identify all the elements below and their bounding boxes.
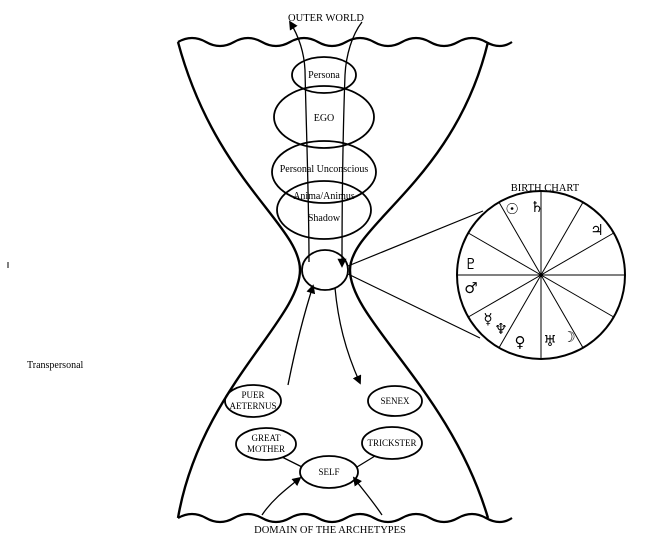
upper-psyche-nodes: Persona EGO Personal Unconscious Anima/A…: [271, 56, 377, 291]
senex-label: SENEX: [381, 396, 411, 406]
sun-glyph-icon: ☉: [505, 200, 518, 218]
personal-unconscious-label: Personal Unconscious: [280, 164, 369, 175]
self-label: SELF: [318, 467, 339, 477]
shadow-ellipse: [276, 180, 372, 240]
puer-label-1: PUER: [241, 390, 264, 400]
neptune-glyph-icon: ♆: [494, 320, 507, 338]
ego-ellipse: [273, 85, 375, 149]
self-center-ellipse: [301, 249, 349, 291]
birth-chart-label: BIRTH CHART: [511, 183, 580, 194]
archetype-down-arrow: [334, 287, 362, 385]
domain-archetypes-label: DOMAIN OF THE ARCHETYPES: [254, 525, 406, 536]
archetype-nodes: PUER AETERNUS GREAT MOTHER SENEX TRICKST…: [224, 384, 423, 489]
great-mother-label-1: GREAT: [252, 433, 282, 443]
hourglass-shape: [176, 36, 513, 524]
senex-ellipse: [367, 385, 423, 417]
trickster-self-link: [356, 455, 376, 468]
self-left-arrow: [261, 476, 302, 516]
jupiter-glyph-icon: ♃: [590, 221, 603, 239]
great-mother-ellipse: [235, 427, 297, 461]
mercury-glyph-icon: ☿: [483, 310, 492, 328]
projection-lines: [347, 210, 484, 339]
mother-self-link: [281, 456, 303, 468]
saturn-glyph-icon: ♄: [530, 198, 543, 216]
transpersonal-label: Transpersonal: [27, 360, 84, 371]
chart-spokes: [457, 191, 625, 359]
downward-arrow: [337, 21, 363, 268]
mars-glyph-icon: ♂: [464, 279, 477, 297]
puer-label-2: AETERNUS: [230, 401, 277, 411]
birth-chart-wheel: ☉ ♄ ♃ ♇ ♂ ☿♆ ♀ ♅ ☽: [456, 190, 626, 360]
chart-glyphs: ☉ ♄ ♃ ♇ ♂ ☿♆ ♀ ♅ ☽: [464, 198, 603, 351]
great-mother-label-2: MOTHER: [247, 444, 285, 454]
uranus-glyph-icon: ♅: [543, 332, 556, 350]
upward-arrow: [289, 20, 310, 263]
venus-glyph-icon: ♀: [515, 333, 526, 351]
outer-world-label: OUTER WORLD: [288, 13, 364, 24]
archetype-up-arrow: [287, 284, 316, 386]
puer-aeternus-ellipse: [224, 384, 282, 418]
chart-spoke: [468, 232, 614, 318]
personal-unconscious-ellipse: [271, 140, 377, 204]
self-right-arrow: [352, 476, 383, 516]
persona-label: Persona: [308, 70, 340, 81]
flow-arrows: [261, 20, 383, 516]
moon-glyph-icon: ☽: [562, 328, 575, 346]
shadow-label: Shadow: [308, 213, 341, 224]
persona-ellipse: [291, 56, 357, 94]
self-ellipse: [299, 455, 359, 489]
pluto-glyph-icon: ♇: [464, 255, 477, 273]
trickster-label: TRICKSTER: [367, 438, 416, 448]
ego-label: EGO: [314, 113, 335, 124]
anima-animus-label: Anima/Animus: [293, 191, 355, 202]
trickster-ellipse: [361, 426, 423, 460]
